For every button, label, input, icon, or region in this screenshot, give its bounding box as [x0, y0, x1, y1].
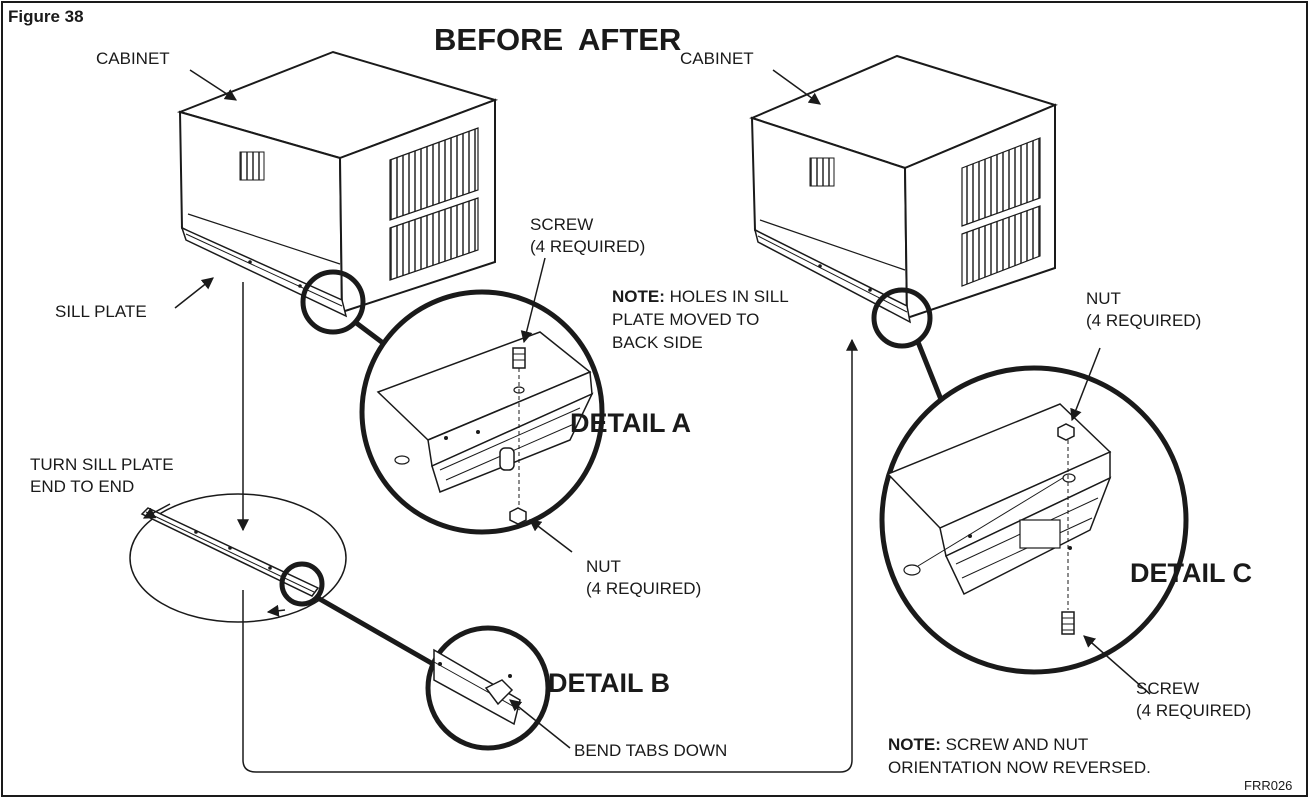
detail-c-label: DETAIL C	[1130, 558, 1252, 588]
label-screw-a-line2: (4 REQUIRED)	[530, 237, 645, 256]
label-cabinet-left: CABINET	[96, 49, 170, 68]
detail-c-view	[879, 365, 1189, 675]
label-nut-a-line1: NUT	[586, 557, 621, 576]
label-nut-a-line2: (4 REQUIRED)	[586, 579, 701, 598]
label-screw-c-line1: SCREW	[1136, 679, 1199, 698]
title-after: AFTER	[578, 22, 681, 57]
figure-code: FRR026	[1244, 778, 1292, 793]
label-sill-plate: SILL PLATE	[55, 302, 147, 321]
label-bend-tabs: BEND TABS DOWN	[574, 741, 727, 760]
label-screw-a-line1: SCREW	[530, 215, 593, 234]
detail-b-callout-circle	[279, 561, 325, 607]
label-turn-line2: END TO END	[30, 477, 134, 496]
detail-b-view	[425, 625, 551, 751]
note-orientation-line1: NOTE: SCREW AND NUT	[888, 735, 1088, 754]
label-nut-c-line1: NUT	[1086, 289, 1121, 308]
label-cabinet-right: CABINET	[680, 49, 754, 68]
label-screw-c-line2: (4 REQUIRED)	[1136, 701, 1251, 720]
note-holes-line1: NOTE: HOLES IN SILL	[612, 287, 789, 306]
detail-a-callout-circle	[300, 269, 366, 335]
note-holes-line3: BACK SIDE	[612, 333, 703, 352]
title-before: BEFORE	[434, 22, 563, 57]
label-turn-line1: TURN SILL PLATE	[30, 455, 174, 474]
figure-label: Figure 38	[8, 7, 84, 26]
detail-c-callout-circle	[871, 287, 933, 349]
note-orientation-line2: ORIENTATION NOW REVERSED.	[888, 758, 1151, 777]
detail-a-label: DETAIL A	[570, 408, 691, 438]
label-nut-c-line2: (4 REQUIRED)	[1086, 311, 1201, 330]
cabinet-after	[749, 54, 1058, 324]
leader-lines	[142, 69, 1151, 773]
detail-a-view	[359, 289, 605, 535]
cabinet-before	[176, 50, 499, 318]
note-holes-line2: PLATE MOVED TO	[612, 310, 759, 329]
sill-plate-turn-view	[129, 493, 347, 623]
detail-b-label: DETAIL B	[548, 668, 670, 698]
